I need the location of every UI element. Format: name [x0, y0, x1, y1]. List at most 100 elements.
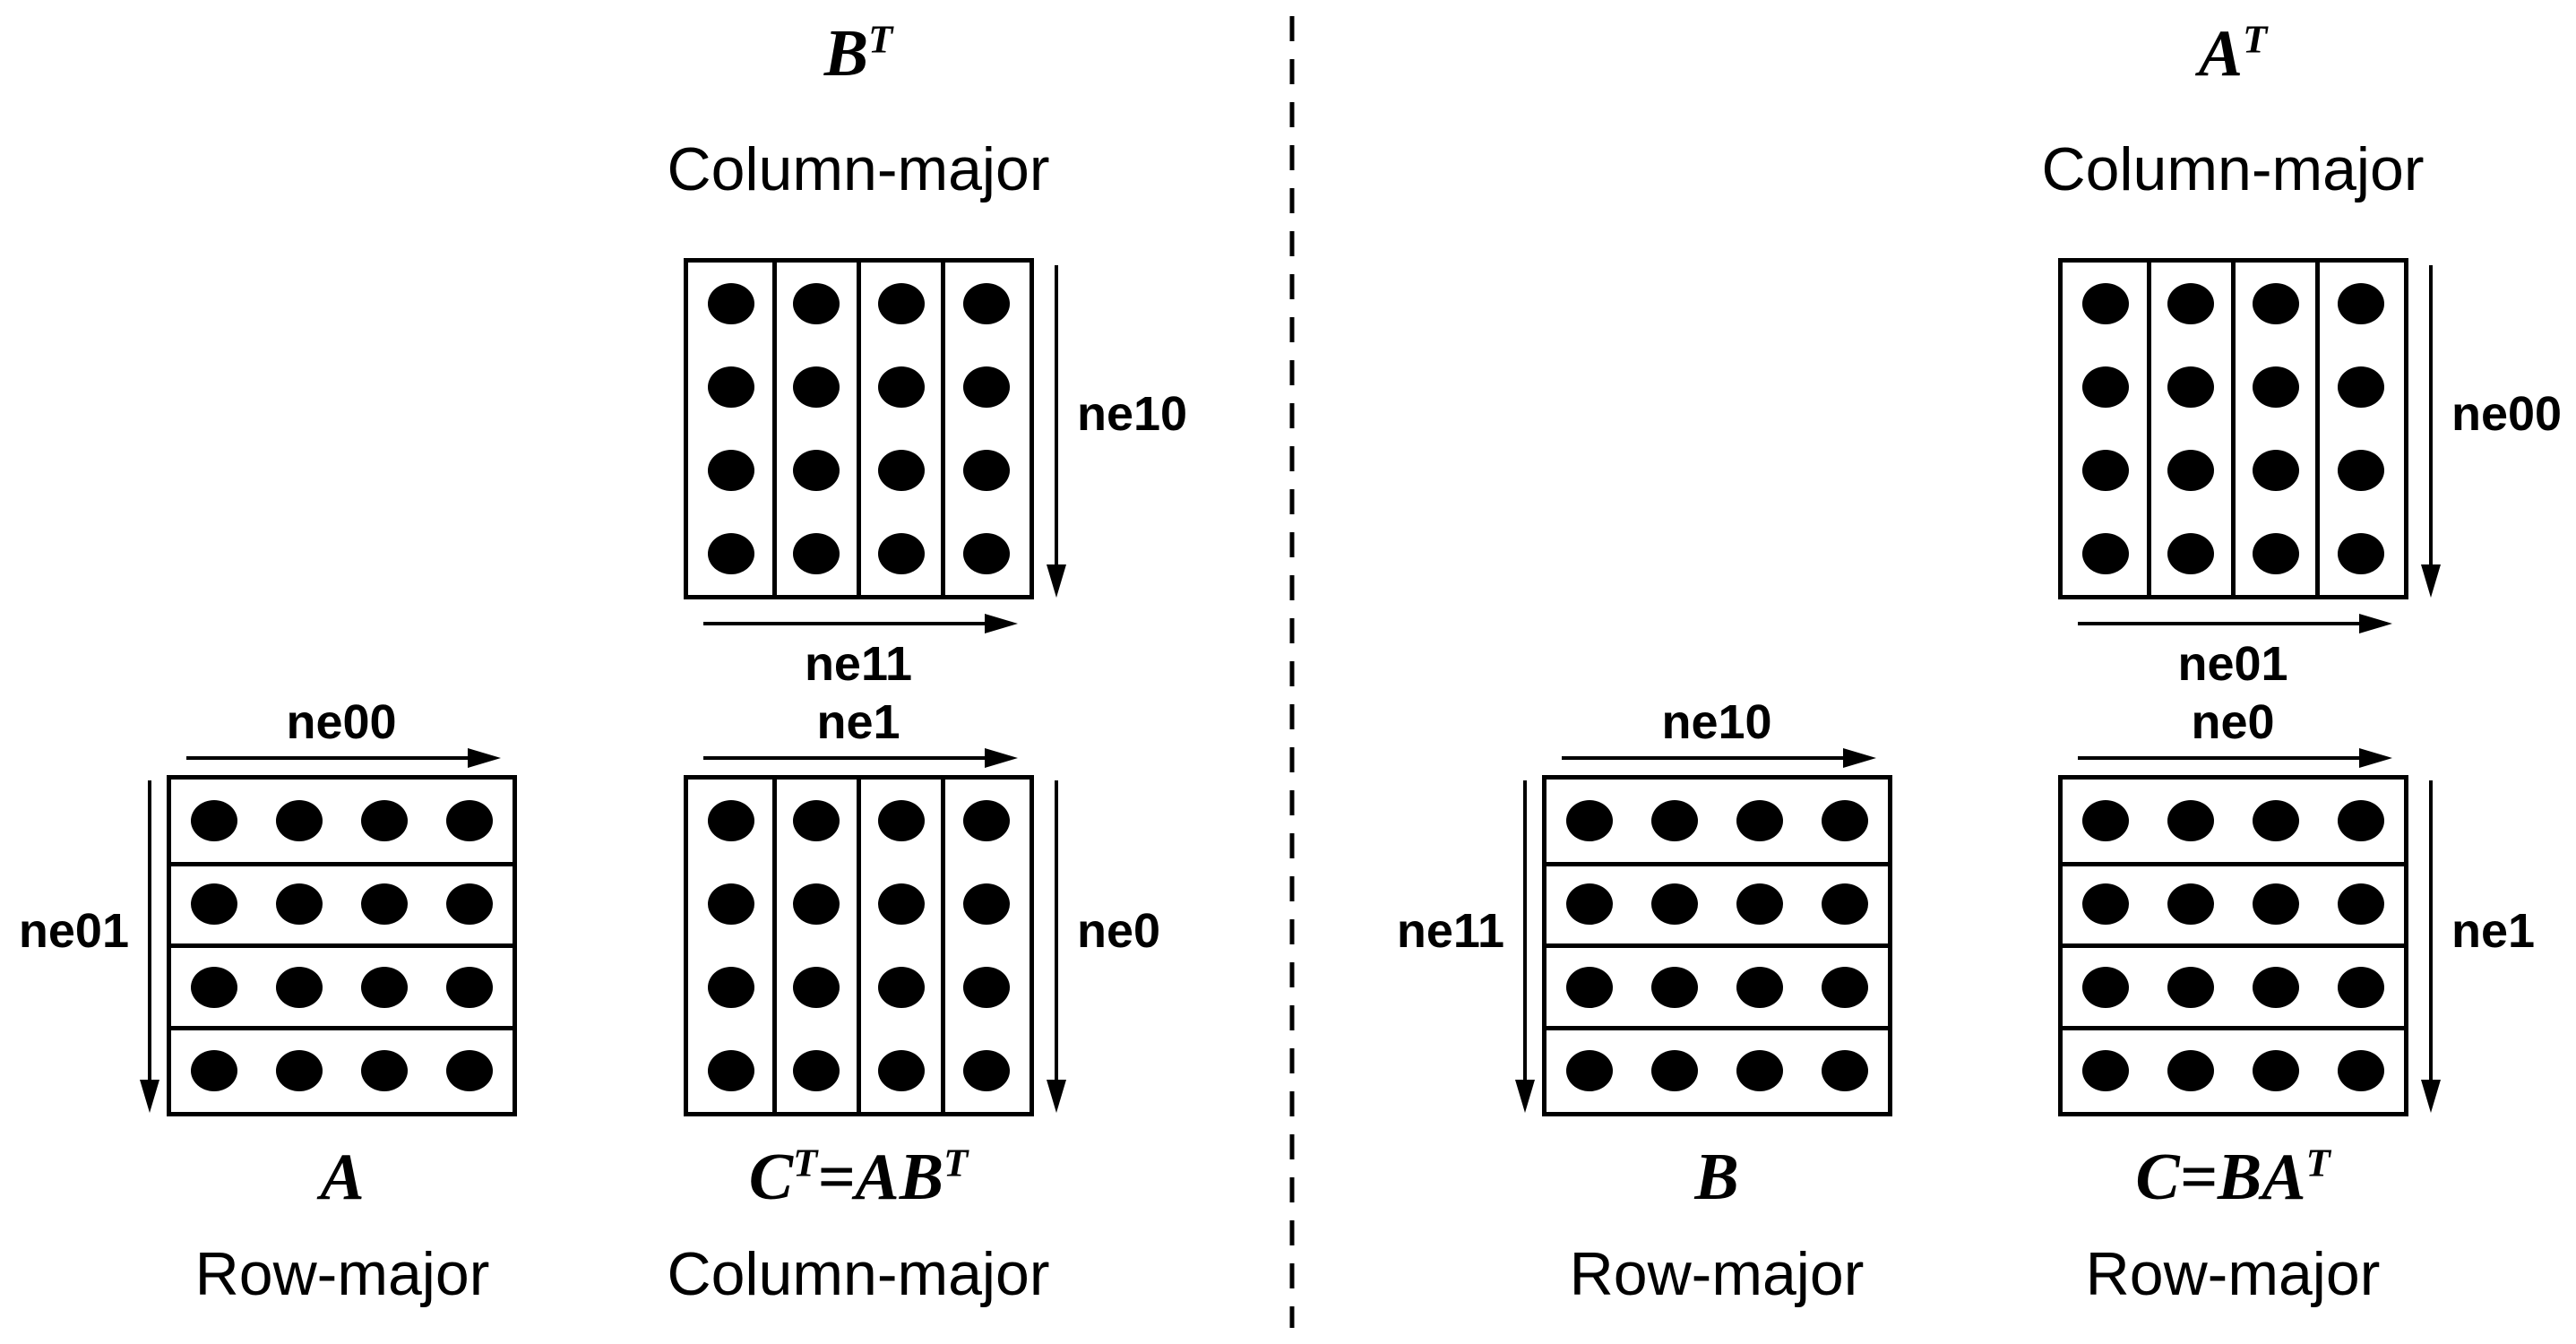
at-title-sup: T [2243, 16, 2268, 62]
a-label-base: A [320, 1141, 365, 1214]
matrix-dot [2167, 1049, 2214, 1091]
at-matrix-box [2058, 258, 2408, 599]
matrix-dot [2081, 1049, 2129, 1091]
matrix-dot [792, 966, 840, 1008]
matrix-dot [963, 966, 1011, 1008]
arrow-head [1047, 564, 1066, 598]
matrix-dot [1565, 1049, 1613, 1091]
matrix-dot [2338, 532, 2385, 574]
arrow-head [140, 1080, 159, 1113]
matrix-dot [2167, 449, 2214, 491]
matrix-dot [190, 883, 237, 926]
c-label-base: C=BA [2135, 1141, 2306, 1214]
at-dot-grid [2063, 263, 2404, 595]
c-ne1-arrow [2421, 780, 2441, 1113]
matrix-dot [878, 283, 926, 325]
matrix-dot [1650, 966, 1698, 1008]
matrix-dot [2081, 366, 2129, 409]
matrix-dot [707, 449, 754, 491]
matrix-dot [2167, 366, 2214, 409]
matrix-dot [963, 366, 1011, 409]
matrix-dot [963, 1049, 1011, 1091]
matrix-dot [2338, 449, 2385, 491]
matrix-dot [707, 366, 754, 409]
matrix-dot [446, 966, 494, 1008]
matrix-dot [2338, 966, 2385, 1008]
c-ne0-arrow [2078, 748, 2392, 768]
a-matrix-label: A [73, 1140, 611, 1216]
matrix-dot [2338, 283, 2385, 325]
matrix-dot [361, 966, 409, 1008]
matrix-dot [2253, 449, 2300, 491]
matrix-dot [190, 966, 237, 1008]
matrix-dot [446, 883, 494, 926]
b-storage-caption: Row-major [1569, 1240, 1865, 1308]
matrix-dot [1650, 883, 1698, 926]
bt-ne10-label: ne10 [1077, 387, 1188, 441]
matrix-dot [792, 532, 840, 574]
matrix-dot [963, 800, 1011, 842]
matrix-dot [2081, 283, 2129, 325]
b-dot-grid [1546, 780, 1888, 1112]
matrix-dot [2253, 1049, 2300, 1091]
b-ne10-label: ne10 [1661, 695, 1772, 749]
matrix-dot [2081, 449, 2129, 491]
b-ne11-label: ne11 [1396, 904, 1504, 958]
matrix-dot [2081, 966, 2129, 1008]
matrix-dot [1822, 1049, 1869, 1091]
a-ne00-arrow [186, 748, 501, 768]
matrix-dot [792, 366, 840, 409]
ct-ne1-label: ne1 [816, 695, 900, 749]
matrix-dot [707, 1049, 754, 1091]
matrix-dot [446, 1049, 494, 1091]
matrix-dot [446, 800, 494, 842]
matrix-dot [1565, 966, 1613, 1008]
matrix-dot [2167, 532, 2214, 574]
a-dot-grid [171, 780, 513, 1112]
matrix-dot [963, 449, 1011, 491]
bt-ne11-arrow [703, 614, 1018, 633]
matrix-dot [878, 966, 926, 1008]
arrow-head [2421, 1080, 2441, 1113]
at-storage-caption: Column-major [2041, 135, 2425, 203]
matrix-dot [1736, 883, 1784, 926]
b-ne11-arrow [1515, 780, 1535, 1113]
b-matrix-label: B [1448, 1140, 1986, 1216]
matrix-dot [190, 800, 237, 842]
ct-label-base2: =AB [817, 1141, 944, 1214]
matrix-dot [878, 366, 926, 409]
matrix-dot [2081, 883, 2129, 926]
a-ne01-label: ne01 [18, 904, 129, 958]
matrix-dot [792, 883, 840, 926]
arrow-head [2359, 614, 2392, 633]
matrix-dot [1736, 966, 1784, 1008]
matrix-dot [190, 1049, 237, 1091]
ct-ne0-arrow [1047, 780, 1066, 1113]
matrix-dot [878, 449, 926, 491]
matrix-dot [792, 1049, 840, 1091]
matrix-dot [2253, 966, 2300, 1008]
matrix-dot [275, 800, 323, 842]
matrix-dot [707, 883, 754, 926]
matrix-dot [275, 966, 323, 1008]
b-ne10-arrow [1562, 748, 1876, 768]
matrix-dot [2253, 883, 2300, 926]
matrix-dot [878, 1049, 926, 1091]
matrix-dot [361, 883, 409, 926]
ct-ne0-label: ne0 [1077, 904, 1161, 958]
matrix-dot [361, 800, 409, 842]
at-ne01-arrow [2078, 614, 2392, 633]
matrix-dot [1822, 800, 1869, 842]
c-storage-caption: Row-major [2085, 1240, 2381, 1308]
matrix-dot [2167, 966, 2214, 1008]
matrix-dot [963, 283, 1011, 325]
matrix-dot [792, 449, 840, 491]
arrow-head [985, 614, 1018, 633]
matrix-dot [2253, 366, 2300, 409]
c-dot-grid [2063, 780, 2404, 1112]
ct-label-sup2: T [943, 1140, 969, 1185]
bt-matrix-title: BT [590, 16, 1127, 92]
matrix-dot [707, 800, 754, 842]
matrix-dot [275, 883, 323, 926]
b-label-base: B [1694, 1141, 1739, 1214]
